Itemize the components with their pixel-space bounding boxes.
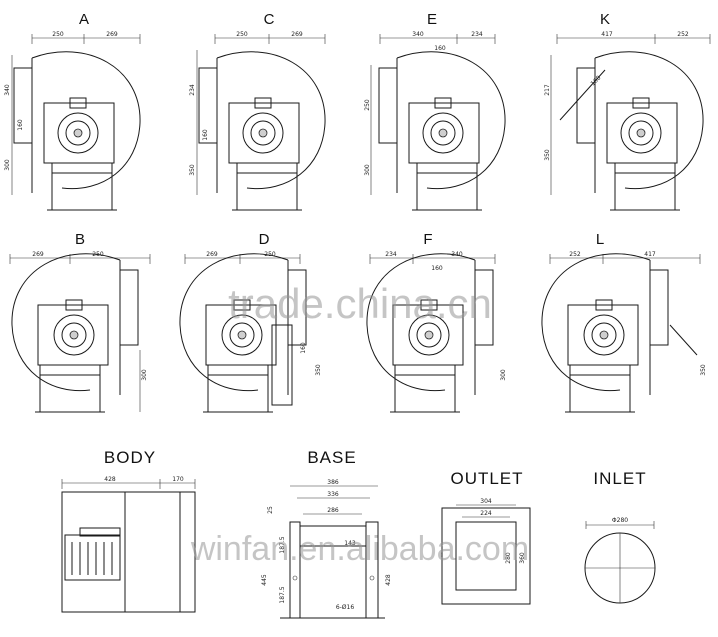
dim-label: 217 <box>544 84 551 96</box>
section-title: OUTLET <box>450 469 523 488</box>
variant-l-drawing: L 252 417 350 <box>541 231 707 413</box>
dim-label: 269 <box>206 251 218 258</box>
section-title: INLET <box>593 469 646 488</box>
dim-label: 170 <box>172 476 184 483</box>
dim-label: 160 <box>202 129 209 141</box>
dim-label: 252 <box>677 31 689 38</box>
dim-label: 252 <box>569 251 581 258</box>
variant-label: K <box>600 11 610 28</box>
variant-f-drawing: F 234 340 160 300 <box>366 231 507 413</box>
dim-label: 340 <box>4 84 11 96</box>
dim-label: 234 <box>189 84 196 96</box>
dim-label: 445 <box>261 574 268 586</box>
dim-label: 386 <box>327 479 339 486</box>
variant-label: L <box>596 231 604 248</box>
inlet-drawing: INLET Φ280 <box>584 469 656 604</box>
dim-label: 280 <box>505 552 512 564</box>
dim-label: Φ280 <box>612 517 628 524</box>
dim-label: 300 <box>364 164 371 176</box>
dim-label: 336 <box>327 491 339 498</box>
dim-label: 187.5 <box>279 586 286 603</box>
section-title: BASE <box>307 448 356 467</box>
body-drawing: BODY 428 170 <box>61 448 196 613</box>
dim-label: 304 <box>480 498 492 505</box>
variant-label: C <box>264 11 275 28</box>
dim-label: 417 <box>644 251 656 258</box>
dim-label: 340 <box>451 251 463 258</box>
dim-label: 300 <box>141 369 148 381</box>
dim-label: 350 <box>315 364 322 376</box>
dim-label: 25 <box>267 506 274 514</box>
dim-label: 160 <box>300 342 307 354</box>
dim-label: 350 <box>544 149 551 161</box>
variant-k-drawing: K 417 252 160 217 350 <box>544 11 711 211</box>
dim-label: 269 <box>106 31 118 38</box>
variant-label: F <box>423 231 432 248</box>
variant-label: B <box>75 231 85 248</box>
dim-label: 160 <box>589 74 602 87</box>
variant-c-drawing: C 250 269 234 160 350 <box>189 11 326 211</box>
dim-label: 160 <box>17 119 24 131</box>
dim-label: 250 <box>364 99 371 111</box>
dim-label: 286 <box>327 507 339 514</box>
dim-label: 269 <box>291 31 303 38</box>
dim-label: 6-Ø16 <box>336 604 355 611</box>
dim-label: 234 <box>385 251 397 258</box>
dim-label: 160 <box>434 45 446 52</box>
outlet-drawing: OUTLET 304 224 280 360 <box>441 469 531 605</box>
dim-label: 360 <box>519 552 526 564</box>
variant-a-drawing: A 250 269 340 160 300 <box>4 11 141 211</box>
dim-label: 234 <box>471 31 483 38</box>
dim-label: 340 <box>412 31 424 38</box>
base-drawing: BASE 386 336 286 25 187.5 445 187.5 428 … <box>261 448 392 619</box>
variant-label: A <box>79 11 89 28</box>
variant-label: E <box>427 11 437 28</box>
dim-label: 224 <box>480 510 492 517</box>
dim-label: 250 <box>264 251 276 258</box>
dim-label: 143 <box>344 540 356 547</box>
watermark: trade.china.cn <box>228 280 492 327</box>
variant-e-drawing: E 340 234 160 250 300 <box>364 11 506 211</box>
dim-label: 428 <box>104 476 116 483</box>
dim-label: 300 <box>4 159 11 171</box>
variant-b-drawing: B 269 250 300 <box>9 231 151 413</box>
dim-label: 300 <box>500 369 507 381</box>
dim-label: 350 <box>189 164 196 176</box>
dim-label: 187.5 <box>279 536 286 553</box>
dim-label: 269 <box>32 251 44 258</box>
variant-d-drawing: D 269 250 160 350 <box>179 231 322 413</box>
dim-label: 428 <box>385 574 392 586</box>
dim-label: 250 <box>236 31 248 38</box>
dim-label: 250 <box>52 31 64 38</box>
dim-label: 160 <box>431 265 443 272</box>
watermark: winfan.en.alibaba.com <box>190 530 529 568</box>
dim-label: 417 <box>601 31 613 38</box>
section-title: BODY <box>104 448 156 467</box>
dim-label: 350 <box>700 364 707 376</box>
variant-label: D <box>259 231 270 248</box>
